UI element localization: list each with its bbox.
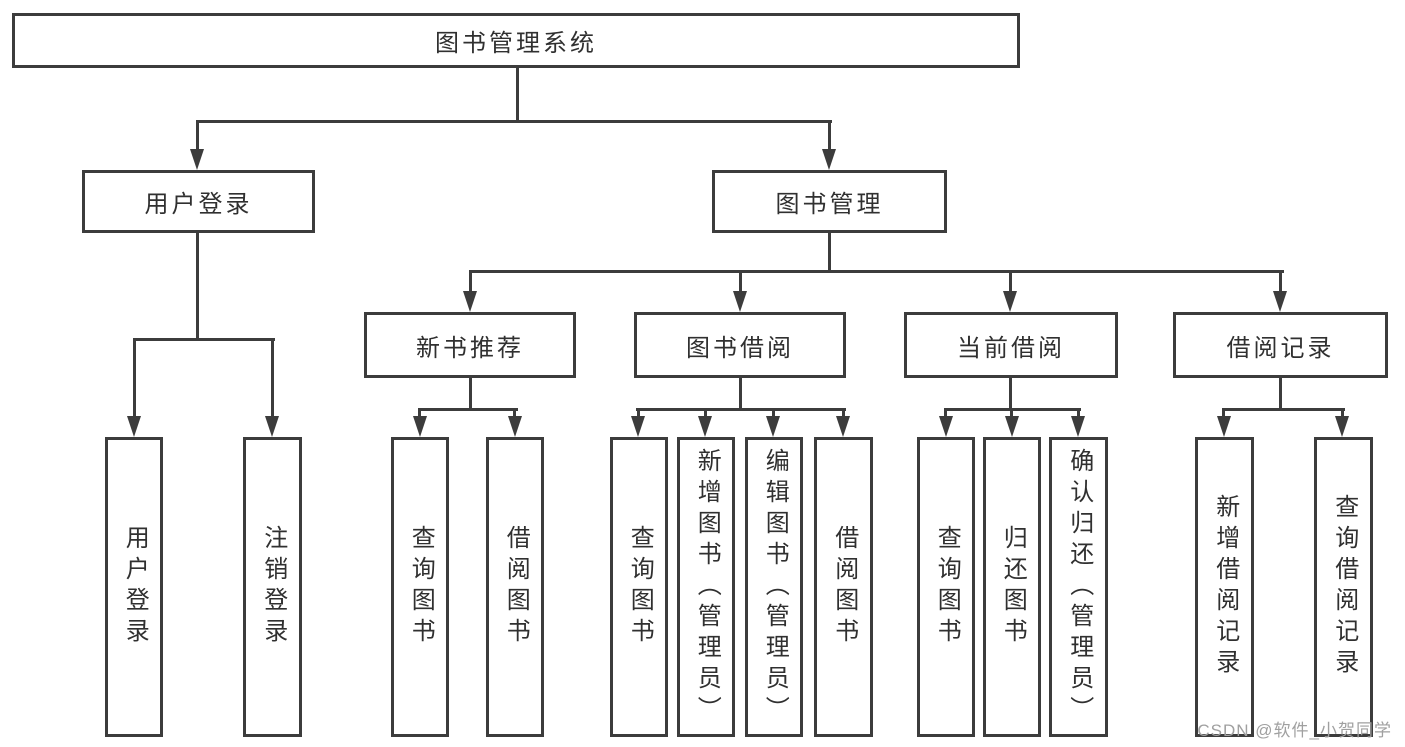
node-leaf-add-books-admin: 新增图书（管理员） [677,437,735,737]
connector-line [1009,377,1012,411]
arrowhead [836,416,850,437]
arrowhead [508,416,522,437]
node-leaf-label: 查询图书 [407,525,435,649]
arrowhead [1273,291,1287,312]
connector-line [772,408,775,420]
connector-line [1222,408,1225,420]
node-leaf-add-borrow-record: 新增借阅记录 [1195,437,1254,737]
node-book-borrow-label: 图书借阅 [686,334,794,362]
node-root-label: 图书管理系统 [435,30,597,57]
connector-line [513,408,516,420]
node-leaf-label: 注销登录 [259,525,287,649]
node-new-book-recommend-label: 新书推荐 [416,334,524,362]
connector-line [944,408,947,420]
node-leaf-borrow-books-1: 借阅图书 [486,437,544,737]
arrowhead [413,416,427,437]
node-new-book-recommend: 新书推荐 [364,312,576,378]
connector-line [196,120,199,152]
connector-line [133,338,136,419]
connector-line [469,270,1284,273]
connector-line [636,408,846,411]
node-leaf-label: 确认归还（管理员） [1065,447,1093,727]
node-user-login: 用户登录 [82,170,315,233]
connector-line [1279,270,1282,293]
connector-line [271,338,274,419]
connector-line [469,270,472,293]
node-book-management: 图书管理 [712,170,947,233]
node-leaf-query-borrow-record: 查询借阅记录 [1314,437,1373,737]
arrowhead [1003,291,1017,312]
node-user-login-label: 用户登录 [144,191,253,218]
connector-line [196,233,199,341]
node-leaf-return-books: 归还图书 [983,437,1041,737]
node-book-management-label: 图书管理 [775,191,884,218]
arrowhead [733,291,747,312]
node-leaf-query-books-3: 查询图书 [917,437,975,737]
node-leaf-label: 新增借阅记录 [1211,494,1239,680]
connector-line [1341,408,1344,420]
arrowhead [1335,416,1349,437]
node-leaf-label: 归还图书 [999,525,1027,649]
connector-line [418,408,518,411]
node-leaf-borrow-books-2: 借阅图书 [814,437,873,737]
connector-line [739,377,742,411]
arrowhead [190,149,204,170]
arrowhead [265,416,279,437]
connector-line [469,377,472,411]
node-leaf-label: 编辑图书（管理员） [761,447,789,727]
node-leaf-label: 借阅图书 [502,525,530,649]
node-leaf-label: 新增图书（管理员） [693,447,721,727]
node-current-borrow-label: 当前借阅 [957,334,1065,362]
arrowhead [127,416,141,437]
connector-line [1279,377,1282,411]
connector-line [828,233,831,273]
connector-line [516,67,519,123]
arrowhead [939,416,953,437]
node-leaf-user-login: 用户登录 [105,437,163,737]
node-leaf-confirm-return-admin: 确认归还（管理员） [1049,437,1108,737]
connector-line [828,120,831,152]
arrowhead [463,291,477,312]
node-book-borrow: 图书借阅 [634,312,846,378]
node-leaf-label: 用户登录 [121,525,149,649]
node-borrow-records-label: 借阅记录 [1226,334,1335,362]
connector-line [1010,408,1013,420]
arrowhead [631,416,645,437]
node-leaf-label: 查询图书 [626,525,654,649]
node-borrow-records: 借阅记录 [1173,312,1388,378]
node-current-borrow: 当前借阅 [904,312,1118,378]
connector-line [1077,408,1080,420]
arrowhead [1005,416,1019,437]
connector-line [1222,408,1345,411]
arrowhead [1217,416,1231,437]
connector-line [739,270,742,293]
arrowhead [822,149,836,170]
connector-line [1009,270,1012,293]
connector-line [196,120,832,123]
node-leaf-label: 查询借阅记录 [1330,494,1358,680]
node-leaf-query-books-2: 查询图书 [610,437,668,737]
node-leaf-query-books-1: 查询图书 [391,437,449,737]
connector-line [842,408,845,420]
arrowhead [766,416,780,437]
connector-line [133,338,275,341]
connector-line [418,408,421,420]
node-leaf-label: 借阅图书 [830,525,858,649]
node-root: 图书管理系统 [12,13,1020,68]
connector-line [704,408,707,420]
node-leaf-logout: 注销登录 [243,437,302,737]
watermark: CSDN @软件_小贺同学 [1197,721,1392,740]
node-leaf-edit-books-admin: 编辑图书（管理员） [745,437,803,737]
arrowhead [698,416,712,437]
arrowhead [1071,416,1085,437]
connector-line [637,408,640,420]
node-leaf-label: 查询图书 [933,525,961,649]
